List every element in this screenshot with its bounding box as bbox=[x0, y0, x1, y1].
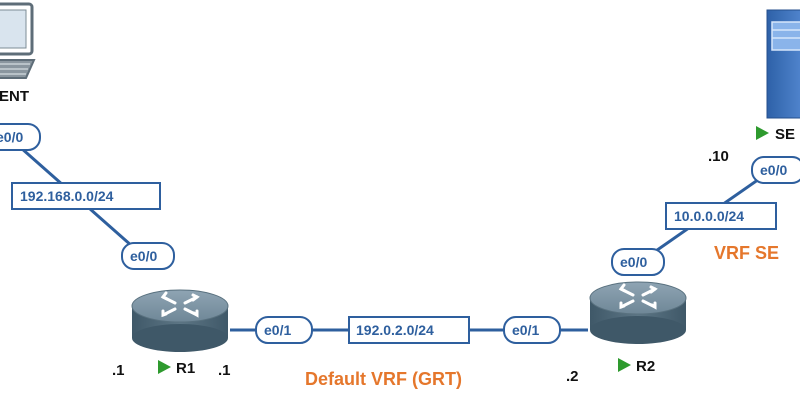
r1-e0-label: e0/0 bbox=[130, 248, 157, 264]
r2-e1-label: e0/1 bbox=[512, 322, 539, 338]
r1-lan-host-id: .1 bbox=[112, 362, 125, 379]
default-vrf-label: Default VRF (GRT) bbox=[305, 369, 462, 389]
r1-e1-label: e0/1 bbox=[264, 322, 291, 338]
subnet-right-label: 10.0.0.0/24 bbox=[674, 208, 744, 224]
server-icon bbox=[766, 9, 800, 119]
r1-name-label: R1 bbox=[176, 360, 195, 377]
client-interface-label: e0/0 bbox=[0, 129, 23, 145]
play-arrow-icon bbox=[158, 360, 171, 374]
server-vrf-label: VRF SE bbox=[714, 243, 779, 263]
r2-core-host-id: .2 bbox=[566, 368, 579, 385]
server-name-label: SE bbox=[775, 126, 795, 143]
laptop-icon bbox=[0, 2, 36, 79]
server-interface-label: e0/0 bbox=[760, 162, 787, 178]
router-icon bbox=[589, 281, 687, 344]
client-label: ENT bbox=[0, 88, 29, 105]
r2-e0-label: e0/0 bbox=[620, 254, 647, 270]
router-icon bbox=[131, 289, 229, 352]
r2-name-label: R2 bbox=[636, 358, 655, 375]
server-host-id: .10 bbox=[708, 148, 729, 165]
r1-core-host-id: .1 bbox=[218, 362, 231, 379]
play-arrow-icon bbox=[756, 126, 769, 140]
subnet-middle-label: 192.0.2.0/24 bbox=[356, 322, 434, 338]
subnet-left-label: 192.168.0.0/24 bbox=[20, 188, 114, 204]
play-arrow-icon bbox=[618, 358, 631, 372]
